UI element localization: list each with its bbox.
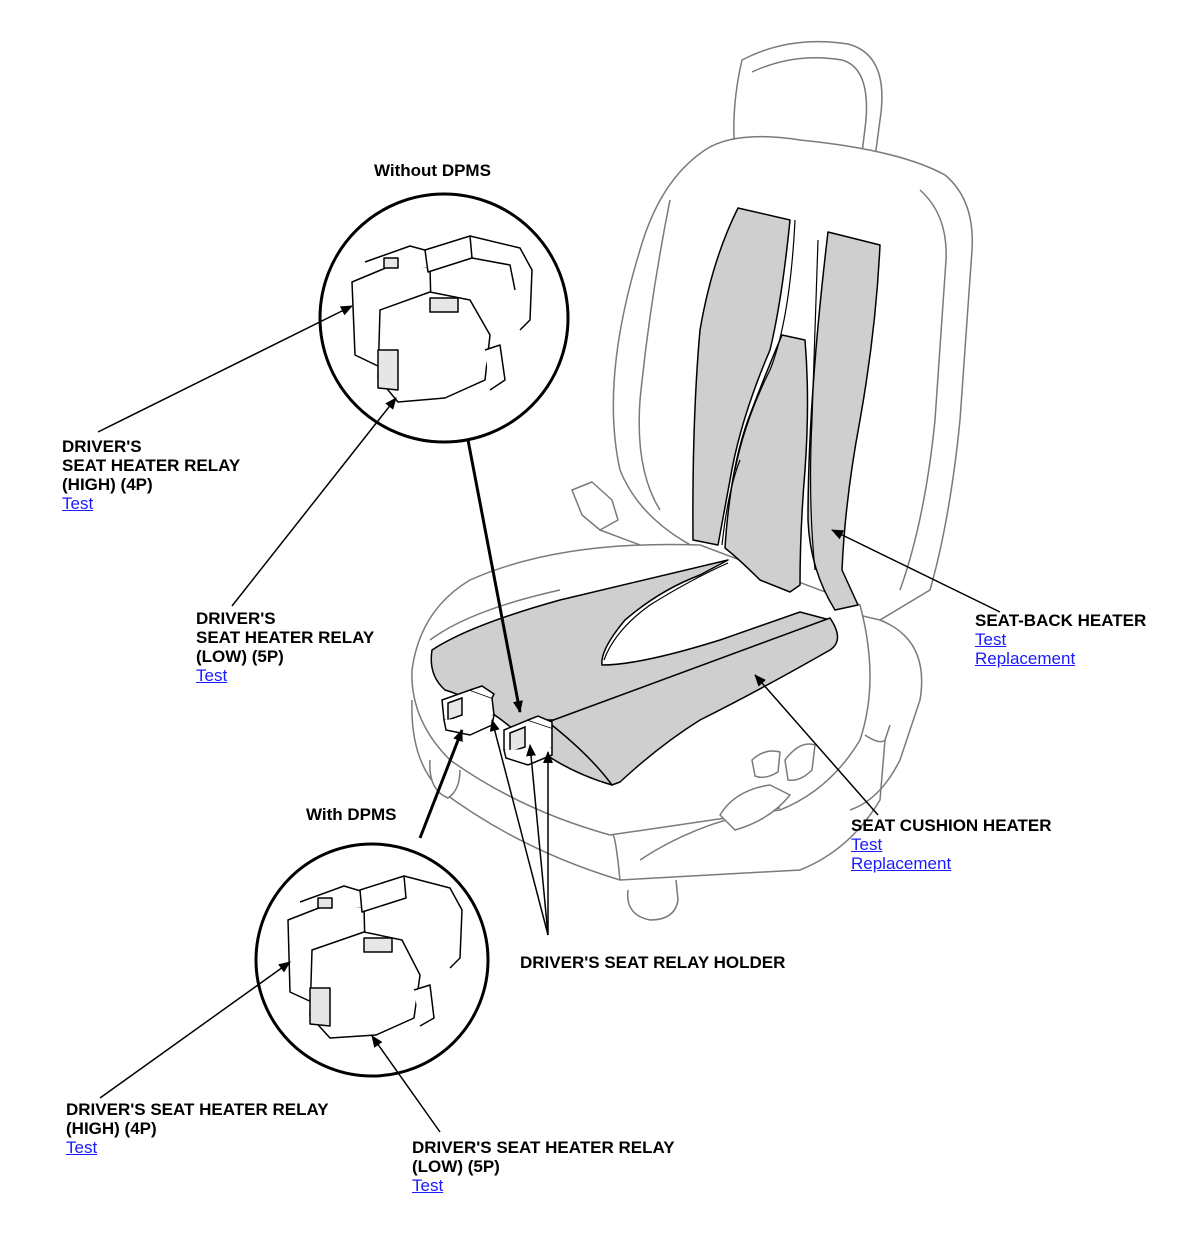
label-line: SEAT HEATER RELAY — [62, 456, 241, 475]
label-relay-low-bottom: DRIVER'S SEAT HEATER RELAY (LOW) (5P) Te… — [412, 1138, 675, 1195]
label-line: DRIVER'S SEAT HEATER RELAY — [412, 1138, 675, 1157]
label-relay-low-top: DRIVER'S SEAT HEATER RELAY (LOW) (5P) Te… — [196, 609, 374, 685]
seat-cushion-heater-test-link[interactable]: Test — [851, 835, 883, 854]
label-line: (LOW) (5P) — [412, 1157, 500, 1176]
seat-back-heater-replacement-link[interactable]: Replacement — [975, 649, 1076, 668]
seat-buckle — [571, 481, 619, 531]
label-seat-cushion-heater: SEAT CUSHION HEATER Test Replacement — [851, 816, 1052, 873]
relay-high-bottom-test-link[interactable]: Test — [66, 1138, 98, 1157]
label-line: SEAT CUSHION HEATER — [851, 816, 1052, 835]
seat-back-heater-left — [692, 207, 791, 546]
label-relay-high-top: DRIVER'S SEAT HEATER RELAY (HIGH) (4P) T… — [62, 437, 240, 513]
label-line: (HIGH) (4P) — [66, 1119, 157, 1138]
leader-lines — [97, 305, 1001, 1133]
label-line: SEAT-BACK HEATER — [975, 611, 1147, 630]
caption-with-dpms: With DPMS — [306, 805, 397, 824]
label-line: SEAT HEATER RELAY — [196, 628, 375, 647]
seat-illustration — [411, 40, 974, 921]
seat-back-heater-center — [724, 334, 809, 593]
side-switches — [719, 784, 791, 831]
label-line: DRIVER'S — [196, 609, 276, 628]
label-line: DRIVER'S SEAT HEATER RELAY — [66, 1100, 329, 1119]
relay-high-top-test-link[interactable]: Test — [62, 494, 94, 513]
label-line: DRIVER'S — [62, 437, 142, 456]
heater-pads — [430, 207, 881, 786]
seat-foot-right — [864, 724, 891, 743]
seat-back-heater-test-link[interactable]: Test — [975, 630, 1007, 649]
relay-low-top-test-link[interactable]: Test — [196, 666, 228, 685]
label-seat-back-heater: SEAT-BACK HEATER Test Replacement — [975, 611, 1146, 668]
label-relay-holder: DRIVER'S SEAT RELAY HOLDER — [520, 953, 785, 972]
label-line: (LOW) (5P) — [196, 647, 284, 666]
label-relay-high-bottom: DRIVER'S SEAT HEATER RELAY (HIGH) (4P) T… — [66, 1100, 329, 1157]
seat-foot-left — [429, 759, 461, 799]
seat-foot-front — [626, 879, 679, 921]
caption-without-dpms: Without DPMS — [374, 161, 491, 180]
seat-side-panel — [411, 699, 886, 881]
seat-cushion-heater-replacement-link[interactable]: Replacement — [851, 854, 952, 873]
label-line: DRIVER'S SEAT RELAY HOLDER — [520, 953, 786, 972]
relay-low-bottom-test-link[interactable]: Test — [412, 1176, 444, 1195]
detail-circle-without-dpms — [318, 192, 570, 444]
detail-circle-with-dpms — [254, 842, 490, 1078]
label-line: (HIGH) (4P) — [62, 475, 153, 494]
